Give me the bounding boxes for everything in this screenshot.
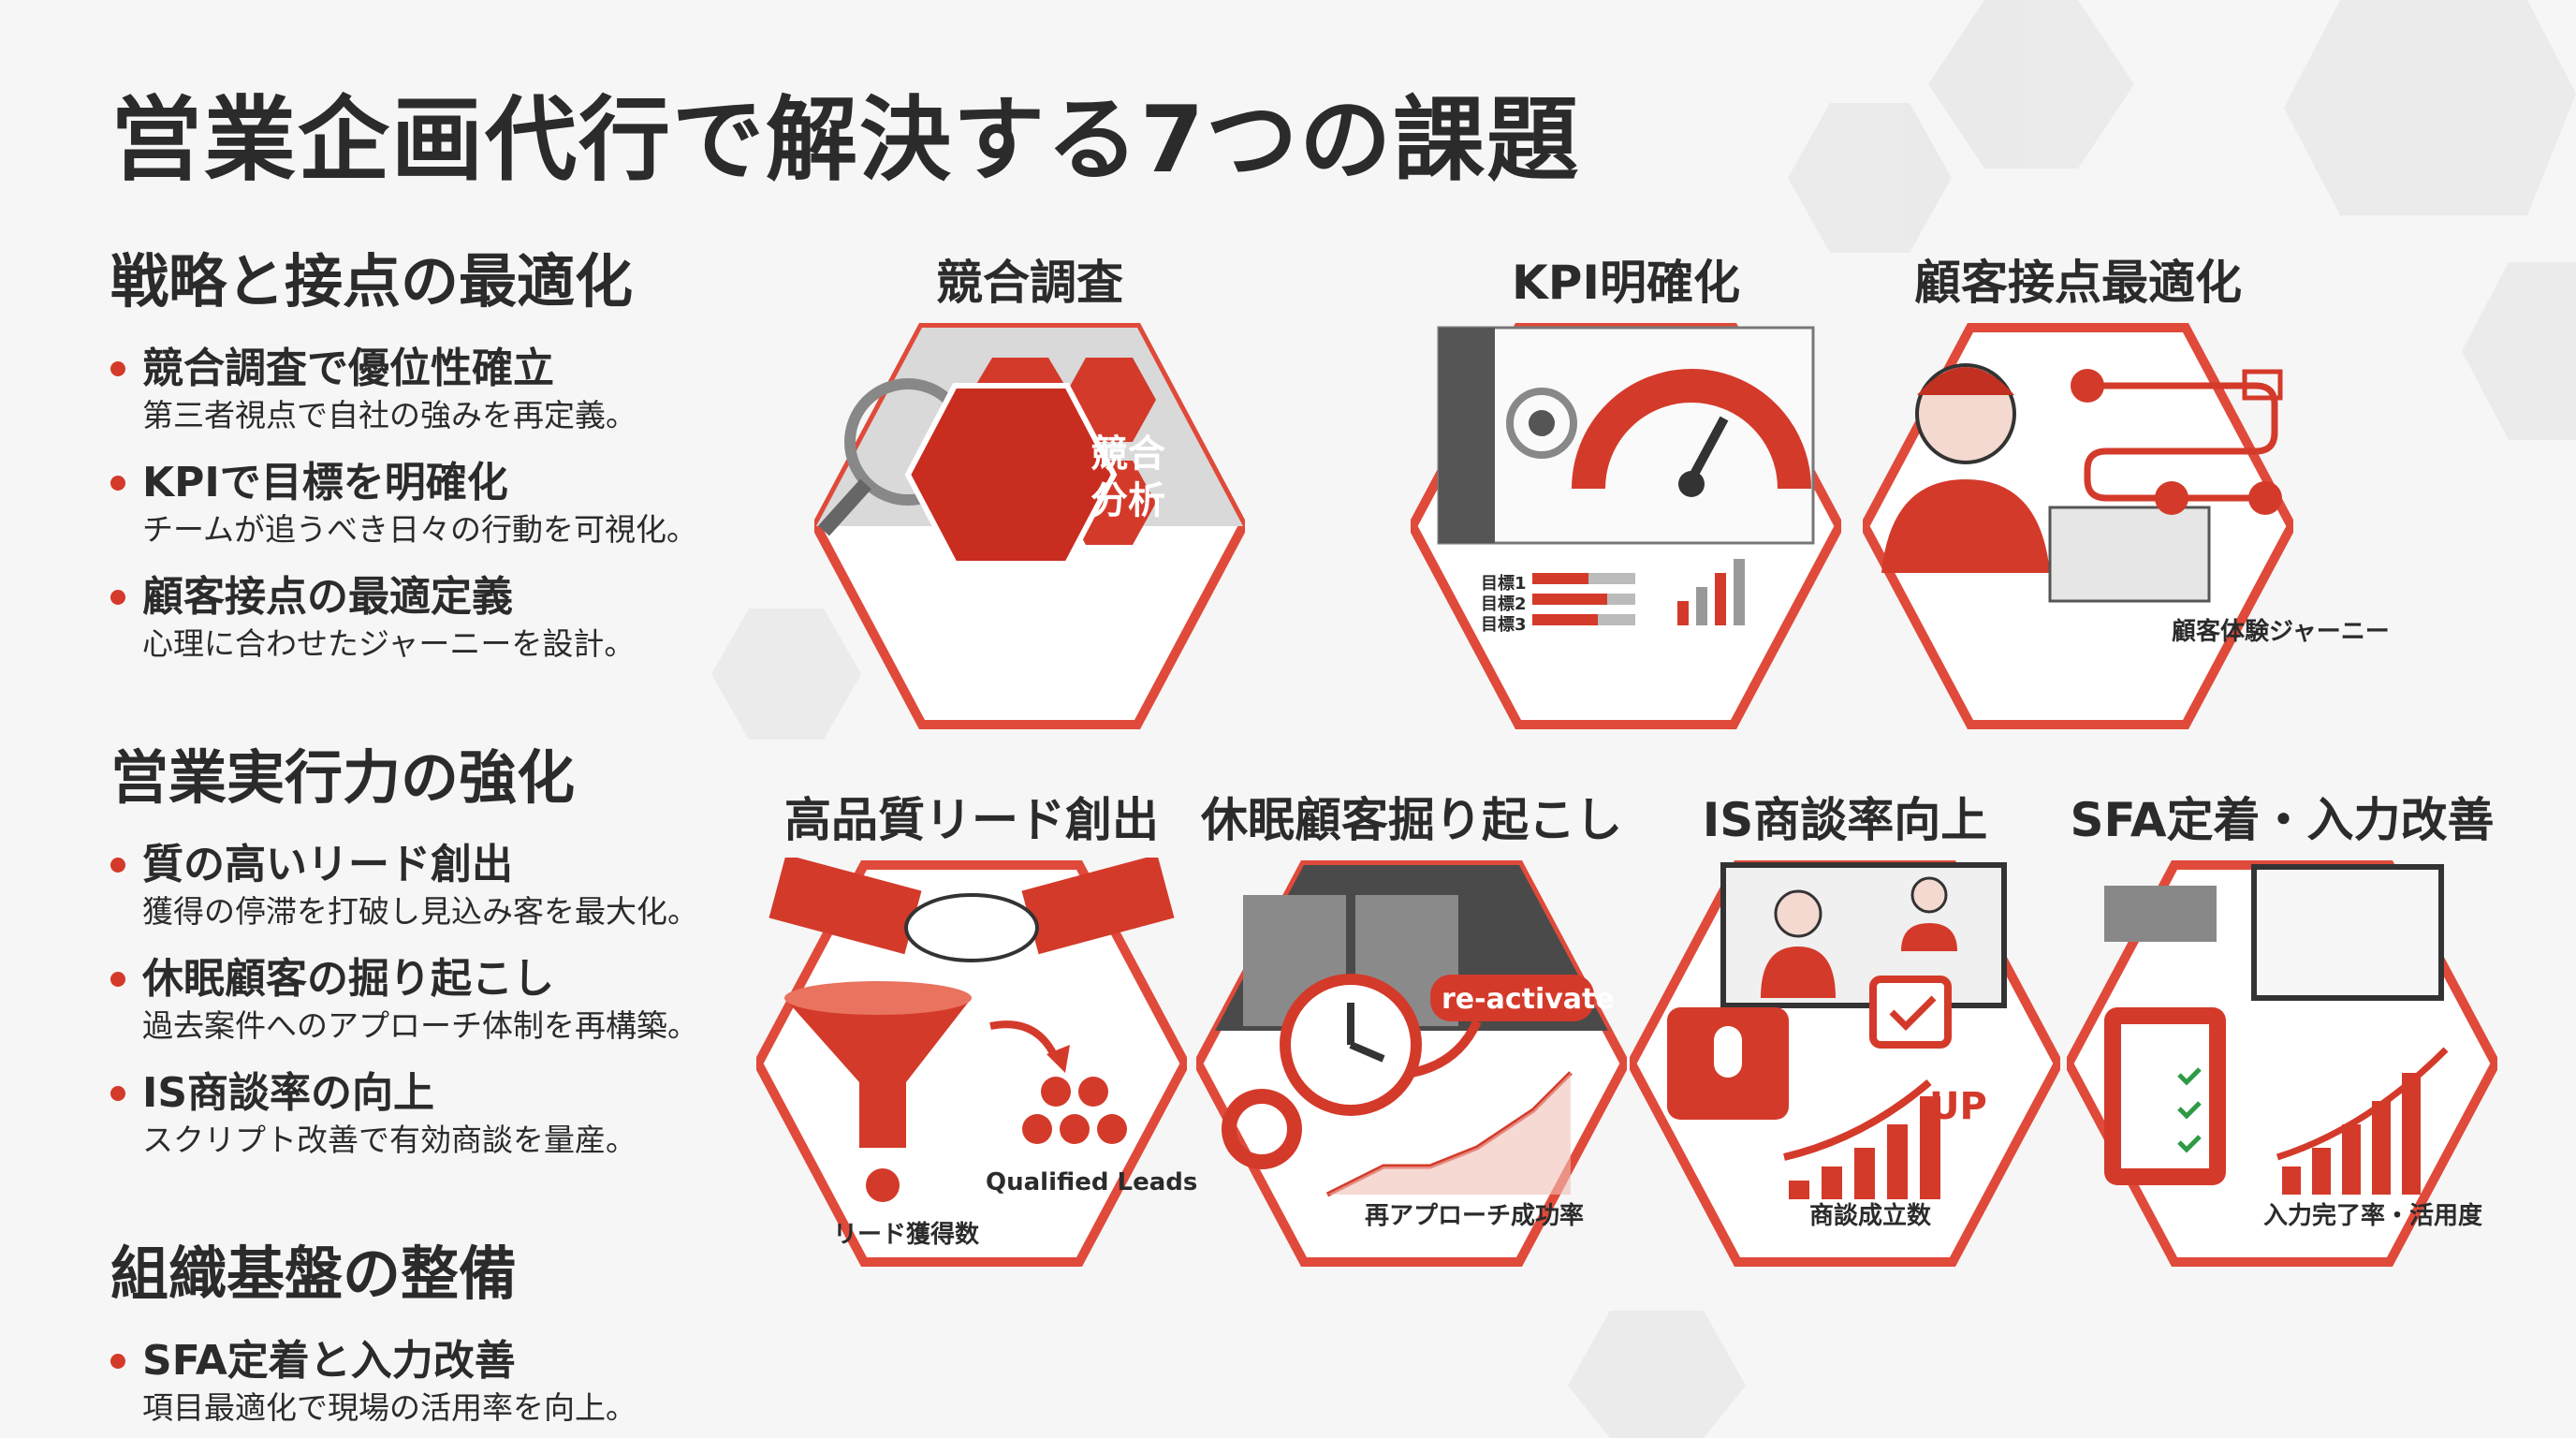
item-desc: チームが追うべき日々の行動を可視化。 — [142, 511, 698, 548]
list-item: 休眠顧客の掘り起こし 過去案件へのアプローチ体制を再構築。 — [110, 953, 784, 1047]
kpi-dashboard-illustration — [1411, 323, 1841, 729]
card-title: 競合調査 — [936, 256, 1123, 310]
lead-funnel-illustration — [756, 858, 1187, 1267]
item-title: KPIで目標を明確化 — [142, 459, 508, 506]
item-desc: 心理に合わせたジャーニーを設計。 — [142, 625, 636, 662]
card-touchpoint: 顧客接点最適化 顧客体験ジャーニー — [1863, 245, 2390, 732]
card-dormant-customers: 休眠顧客掘り起こし re-activate 再アプローチ成功率 — [1196, 783, 1627, 1269]
section-title: 組織基盤の整備 — [110, 1240, 518, 1308]
mail-icon — [2071, 369, 2104, 403]
section-execution: 営業実行力の強化 質の高いリード創出 獲得の停滞を打破し見込み客を最大化。 休眠… — [110, 730, 784, 1161]
hex-label-2: 分析 — [1090, 479, 1165, 522]
challenge-list: 戦略と接点の最適化 競合調査で優位性確立 第三者視点で自社の強みを再定義。 KP… — [110, 234, 784, 1438]
card-title: 休眠顧客掘り起こし — [1201, 793, 1622, 847]
reactivate-badge: re-activate — [1442, 983, 1615, 1016]
journey-label: 顧客体験ジャーニー — [2172, 618, 2390, 646]
gear-icon — [1222, 1089, 1302, 1169]
laptop-icon — [2048, 506, 2211, 603]
item-desc: 第三者視点で自社の強みを再定義。 — [142, 397, 637, 433]
item-desc: 過去案件へのアプローチ体制を再構築。 — [142, 1007, 698, 1044]
hex-label-1: 競合 — [1090, 433, 1165, 476]
goal-label-2: 目標2 — [1481, 594, 1527, 614]
list-item: 競合調査で優位性確立 第三者視点で自社の強みを再定義。 — [110, 343, 784, 436]
item-title: 質の高いリード創出 — [142, 841, 513, 888]
calendar-icon — [1869, 976, 1952, 1049]
section-title: 戦略と接点の最適化 — [110, 247, 634, 315]
lead-count-label: リード獲得数 — [833, 1221, 980, 1249]
item-desc: 獲得の停滞を打破し見込み客を最大化。 — [142, 893, 698, 930]
section-strategy: 戦略と接点の最適化 競合調査で優位性確立 第三者視点で自社の強みを再定義。 KP… — [110, 234, 784, 665]
reapproach-rate-label: 再アプローチ成功率 — [1365, 1202, 1585, 1230]
customer-journey-illustration — [1863, 323, 2293, 729]
completion-rate-label: 入力完了率・活用度 — [2263, 1202, 2483, 1230]
gauge-needle — [1687, 416, 1729, 482]
card-title: KPI明確化 — [1512, 256, 1740, 310]
list-item: 顧客接点の最適定義 心理に合わせたジャーニーを設計。 — [110, 571, 784, 665]
monitor-icon — [2242, 369, 2283, 401]
users-icon — [2248, 481, 2282, 515]
page-title: 営業企画代行で解決する7つの課題 — [110, 87, 1581, 194]
item-title: 休眠顧客の掘り起こし — [142, 955, 554, 1003]
globe-icon — [2155, 481, 2188, 515]
card-is-meeting-rate: IS商談率向上 UP 商談成立数 — [1630, 783, 2060, 1269]
list-item: 質の高いリード創出 獲得の停滞を打破し見込み客を最大化。 — [110, 839, 784, 932]
card-title: SFA定着・入力改善 — [2070, 793, 2495, 847]
target-icon — [1506, 388, 1577, 459]
card-title: 顧客接点最適化 — [1914, 256, 2242, 310]
laptop-icon — [2251, 864, 2444, 1001]
item-title: IS商談率の向上 — [142, 1069, 435, 1117]
list-item: KPIで目標を明確化 チームが追うべき日々の行動を可視化。 — [110, 457, 784, 550]
sfa-illustration — [2067, 860, 2497, 1267]
item-desc: スクリプト改善で有効商談を量産。 — [142, 1122, 637, 1158]
up-label: UP — [1929, 1085, 1987, 1128]
card-title: IS商談率向上 — [1702, 793, 1988, 847]
funnel-icon — [784, 998, 972, 1148]
item-title: 顧客接点の最適定義 — [142, 573, 513, 621]
goal-label-3: 目標3 — [1481, 615, 1527, 635]
goal-label-1: 目標1 — [1481, 574, 1527, 594]
handshake-icon — [904, 893, 1039, 962]
card-title: 高品質リード創出 — [784, 793, 1159, 847]
card-competitive-research: 競合調査 競合 分析 — [814, 245, 1245, 732]
card-sfa: SFA定着・入力改善 入力完了率・活用度 — [2067, 783, 2497, 1269]
competitive-analysis-illustration — [814, 323, 1245, 729]
section-organization: 組織基盤の整備 SFA定着と入力改善 項目最適化で現場の活用率を向上。 — [110, 1226, 784, 1429]
card-lead-generation: 高品質リード創出 Qualified Leads リード獲得数 — [756, 783, 1197, 1269]
reactivate-illustration — [1196, 860, 1627, 1267]
item-desc: 項目最適化で現場の活用率を向上。 — [142, 1389, 637, 1426]
is-illustration — [1630, 860, 2060, 1267]
qualified-leads-label: Qualified Leads — [986, 1168, 1198, 1196]
card-kpi: KPI明確化 目標1 目標2 目標3 — [1411, 245, 1841, 732]
list-item: IS商談率の向上 スクリプト改善で有効商談を量産。 — [110, 1067, 784, 1161]
section-title: 営業実行力の強化 — [110, 743, 576, 812]
item-title: SFA定着と入力改善 — [142, 1337, 516, 1385]
deal-count-label: 商談成立数 — [1809, 1202, 1932, 1230]
item-title: 競合調査で優位性確立 — [142, 345, 554, 392]
list-item: SFA定着と入力改善 項目最適化で現場の活用率を向上。 — [110, 1335, 784, 1429]
